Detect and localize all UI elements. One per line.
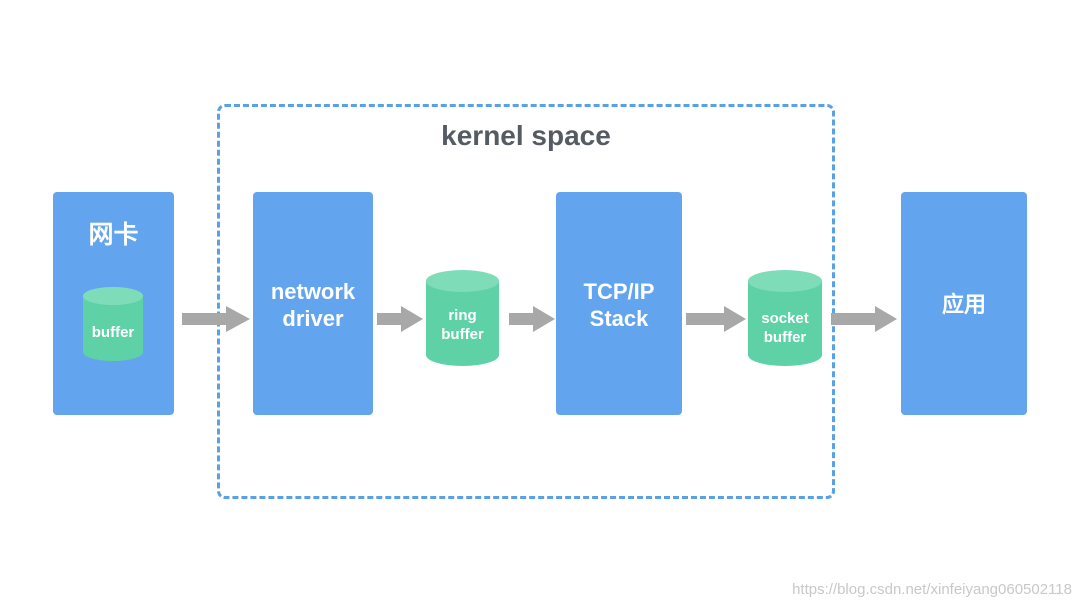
ring-buffer-label: ring buffer [441, 307, 484, 343]
arrow-right-icon [182, 306, 250, 332]
arrow-right-icon [509, 306, 555, 332]
tcpip-stack-label: TCP/IP Stack [583, 279, 655, 331]
arrow-right-icon [686, 306, 746, 332]
nic-buffer-cylinder: buffer [82, 286, 144, 362]
tcpip-stack-block: TCP/IP Stack [556, 192, 682, 415]
cylinder-shape [748, 270, 822, 366]
cylinder-shape [83, 287, 143, 361]
cylinder-shape [426, 270, 499, 366]
ring-buffer-cylinder: ring buffer [425, 269, 500, 367]
kernel-space-label: kernel space [441, 120, 611, 151]
arrow-right-icon [377, 306, 423, 332]
nic-buffer-label: buffer [91, 324, 135, 341]
socket-buffer-label: socket buffer [761, 310, 809, 346]
network-driver-block: network driver [253, 192, 373, 415]
application-label: 应用 [941, 292, 986, 317]
nic-block: 网卡 buffer [53, 192, 174, 415]
kernel-space-boundary [217, 104, 835, 499]
network-driver-label: network driver [270, 279, 356, 331]
arrow-right-icon [831, 306, 897, 332]
nic-title: 网卡 [88, 221, 139, 249]
socket-buffer-cylinder: socket buffer [747, 269, 823, 367]
application-block: 应用 [901, 192, 1027, 415]
watermark-url: https://blog.csdn.net/xinfeiyang06050211… [792, 581, 1072, 598]
